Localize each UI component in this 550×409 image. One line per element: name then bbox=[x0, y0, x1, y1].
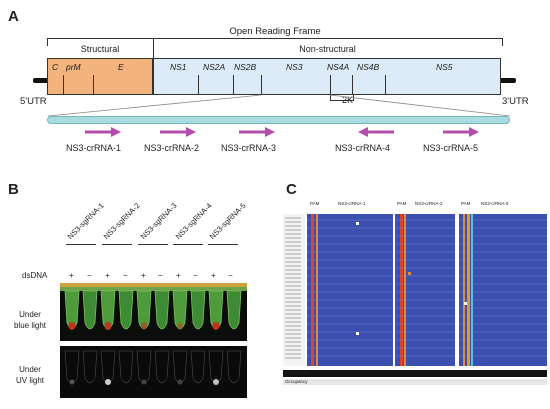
crrna-3-arrow bbox=[239, 127, 275, 137]
ns3-zoom-lines bbox=[47, 94, 511, 117]
region-divider bbox=[153, 38, 154, 58]
sign: + bbox=[211, 271, 216, 280]
crrna-5-arrow bbox=[443, 127, 479, 137]
uv-signal bbox=[213, 379, 219, 385]
sgrna-3-label: NS3-sgRNA-3 bbox=[138, 201, 179, 241]
panel-b-letter: B bbox=[8, 181, 19, 198]
utr3-label: 3'UTR bbox=[502, 96, 529, 107]
utr5-label: 5'UTR bbox=[20, 96, 47, 107]
crrna-5-label: NS3-crRNA-5 bbox=[423, 143, 479, 153]
crrna-5-header: NS3-crRNA-5 bbox=[481, 201, 509, 206]
tubes-blue bbox=[64, 290, 242, 330]
structural-region bbox=[47, 58, 153, 95]
uv-light-label-line2: UV light bbox=[15, 376, 44, 385]
crrna-4-label: NS3-crRNA-4 bbox=[335, 143, 391, 153]
panel-b: NS3-sgRNA-1 NS3-sgRNA-2 NS3-sgRNA-3 NS3-… bbox=[0, 170, 265, 409]
sgrna-1-label: NS3-sgRNA-1 bbox=[65, 201, 106, 241]
gene-ns3-label: NS3 bbox=[286, 62, 303, 72]
panel-c-letter: C bbox=[286, 181, 297, 198]
gene-e-label: E bbox=[118, 62, 124, 72]
orf-label: Open Reading Frame bbox=[229, 26, 321, 37]
alignment-header: PAM NS3-crRNA-1 PAM NS3-crRNA-2 PAM NS3-… bbox=[283, 201, 547, 215]
gene-ns4b-label: NS4B bbox=[357, 62, 380, 72]
sign: − bbox=[193, 271, 198, 280]
gene-ns5-label: NS5 bbox=[436, 62, 453, 72]
uv-light-label: Under UV light bbox=[8, 364, 52, 386]
sign: − bbox=[87, 271, 92, 280]
panel-a-letter: A bbox=[8, 8, 19, 25]
gene-boundary bbox=[233, 75, 234, 95]
sign: − bbox=[123, 271, 128, 280]
nonstructural-label: Non-structural bbox=[299, 44, 356, 54]
gene-boundary bbox=[261, 75, 262, 95]
orf-bracket bbox=[47, 38, 503, 46]
sign: + bbox=[141, 271, 146, 280]
structural-label: Structural bbox=[80, 44, 120, 54]
pam-label-3: PAM bbox=[461, 201, 471, 206]
gene-boundary bbox=[93, 75, 94, 95]
crrna-1-arrow bbox=[85, 127, 121, 137]
uv-light-photo bbox=[60, 346, 247, 398]
blue-light-label: Under blue light bbox=[8, 309, 52, 331]
occupancy-label: Occupancy bbox=[285, 379, 308, 384]
crrna-2-header: NS3-crRNA-2 bbox=[415, 201, 443, 206]
crrna-arrows bbox=[85, 127, 479, 137]
sign: + bbox=[105, 271, 110, 280]
crrna-2-arrow bbox=[160, 127, 196, 137]
gene-ns4a-label: NS4A bbox=[327, 62, 350, 72]
nonstructural-region bbox=[153, 58, 501, 95]
gene-c-label: C bbox=[52, 62, 59, 72]
uv-signal bbox=[105, 379, 111, 385]
sgrna-4-underline bbox=[173, 244, 203, 245]
sgrna-1-underline bbox=[66, 244, 96, 245]
blue-light-photo bbox=[60, 283, 247, 341]
sgrna-5-underline bbox=[208, 244, 238, 245]
sign: − bbox=[158, 271, 163, 280]
uv-signal bbox=[141, 379, 147, 385]
uv-signal bbox=[69, 379, 75, 385]
blue-light-label-line2: blue light bbox=[13, 321, 47, 330]
crrna-1-label: NS3-crRNA-1 bbox=[66, 143, 122, 153]
crrna-3-label: NS3-crRNA-3 bbox=[221, 143, 277, 153]
panel-c: PAM NS3-crRNA-1 PAM NS3-crRNA-2 PAM NS3-… bbox=[283, 198, 547, 404]
uv-signal bbox=[177, 379, 183, 385]
gene-boundary bbox=[63, 75, 64, 95]
k2-label: 2K bbox=[342, 95, 354, 105]
gene-boundary bbox=[198, 75, 199, 95]
sequence-alignment bbox=[283, 214, 547, 385]
gene-prm-label: prM bbox=[66, 62, 81, 72]
consensus-label: Consensus bbox=[285, 370, 308, 375]
sgrna-2-underline bbox=[102, 244, 132, 245]
dsdna-label: dsDNA bbox=[22, 271, 48, 280]
sign: − bbox=[228, 271, 233, 280]
pam-label-2: PAM bbox=[397, 201, 407, 206]
gene-ns1-label: NS1 bbox=[170, 62, 187, 72]
sign: + bbox=[176, 271, 181, 280]
uv-light-label-line1: Under bbox=[19, 365, 41, 374]
gene-boundary bbox=[330, 75, 331, 95]
gene-boundary bbox=[352, 75, 353, 95]
pam-label-1: PAM bbox=[310, 201, 320, 206]
blue-light-label-line1: Under bbox=[19, 310, 41, 319]
sign: + bbox=[69, 271, 74, 280]
gene-ns2a-label: NS2A bbox=[203, 62, 226, 72]
panel-a: Open Reading Frame Structural Non-struct… bbox=[0, 0, 550, 170]
gene-ns2b-label: NS2B bbox=[234, 62, 257, 72]
ns3-expanded-bar bbox=[47, 116, 510, 124]
crrna-2-label: NS3-crRNA-2 bbox=[144, 143, 200, 153]
crrna-1-header: NS3-crRNA-1 bbox=[338, 201, 366, 206]
crrna-4-arrow bbox=[358, 127, 394, 137]
sgrna-3-underline bbox=[138, 244, 168, 245]
gene-boundary bbox=[385, 75, 386, 95]
sgrna-2-label: NS3-sgRNA-2 bbox=[101, 201, 142, 241]
